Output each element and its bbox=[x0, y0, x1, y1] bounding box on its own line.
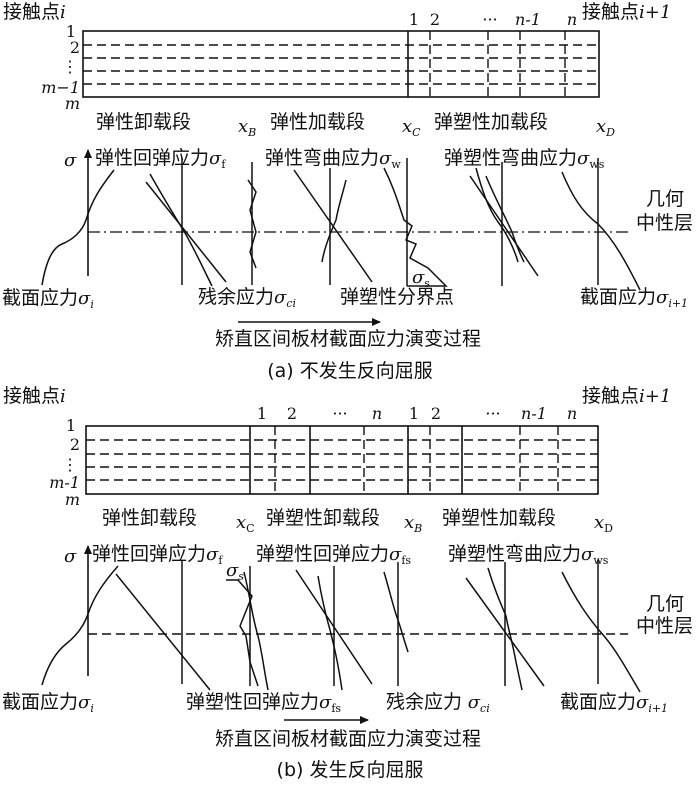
col-label: 1 bbox=[409, 10, 419, 29]
yield-stress-label: σs bbox=[226, 560, 244, 583]
stress-profiles-b bbox=[41, 560, 641, 693]
neutral-layer-label: 几何 bbox=[646, 188, 684, 210]
col-label: n bbox=[567, 404, 577, 423]
stress-profile-curve bbox=[487, 567, 523, 691]
segment-label: 弹塑性加载段 bbox=[434, 111, 548, 133]
sigma-axis-label: σ bbox=[64, 546, 77, 567]
stress-profile-curve bbox=[317, 575, 343, 691]
col-label: ··· bbox=[482, 10, 497, 29]
panel-b: 接触点i 接触点i+1 1 2 ··· n 1 2 ··· n-1 n 1 2 … bbox=[2, 385, 693, 781]
segment-label: 弹性加载段 bbox=[270, 111, 365, 133]
stress-profile-curve bbox=[475, 167, 519, 263]
contact-left-label: 接触点i bbox=[3, 385, 66, 407]
residual-stress-label: 残余应力 σci bbox=[386, 691, 490, 715]
segment-label: 弹塑性加载段 bbox=[442, 507, 556, 529]
stress-profile-curve bbox=[41, 169, 115, 286]
point-xd: xD bbox=[594, 512, 613, 535]
evolution-label: 矫直区间板材截面应力演变过程 bbox=[215, 728, 481, 750]
row-label: 1 bbox=[66, 22, 76, 41]
stress-label: 弹塑性弯曲应力σws bbox=[448, 543, 609, 567]
row-label: ⋮ bbox=[62, 57, 78, 76]
contact-right-label: 接触点i+1 bbox=[582, 1, 671, 23]
col-label: n-1 bbox=[521, 404, 547, 423]
stress-profile-curve bbox=[243, 571, 269, 691]
stress-profile-line bbox=[469, 175, 539, 277]
segment-label: 弹塑性卸载段 bbox=[266, 507, 380, 529]
residual-stress-label: 残余应力σci bbox=[198, 286, 296, 310]
row-label: 2 bbox=[70, 435, 80, 454]
stress-profile-curve bbox=[149, 173, 213, 287]
col-label: 2 bbox=[431, 404, 441, 423]
row-label: m-1 bbox=[49, 473, 80, 492]
yield-stress-label: σs bbox=[412, 267, 430, 290]
stress-label: 弹塑性回弹应力σfs bbox=[256, 543, 411, 567]
section-stress-left: 截面应力σi bbox=[2, 691, 94, 715]
stress-profile-curve bbox=[561, 171, 641, 291]
stress-label: 弹性弯曲应力σw bbox=[265, 147, 401, 171]
row-label: ⋮ bbox=[62, 455, 78, 474]
col-label: n bbox=[372, 404, 382, 423]
stress-profile-curve bbox=[226, 579, 259, 687]
stress-label: 弹性回弹应力σf bbox=[95, 147, 226, 171]
col-label: 1 bbox=[409, 404, 419, 423]
point-xb: xB bbox=[238, 116, 256, 139]
stress-label: 弹性回弹应力σf bbox=[92, 543, 223, 567]
stress-profile-curve bbox=[247, 179, 257, 269]
caption-a: (a) 不发生反向屈服 bbox=[267, 360, 433, 382]
plate-grid-b bbox=[85, 425, 599, 495]
stress-profile-line bbox=[145, 181, 227, 283]
stress-label: 弹塑性弯曲应力σws bbox=[444, 147, 605, 171]
col-label: 2 bbox=[287, 404, 297, 423]
row-label: m−1 bbox=[41, 78, 80, 97]
sigma-axis-label: σ bbox=[64, 150, 77, 171]
caption-b: (b) 发生反向屈服 bbox=[277, 759, 424, 781]
plate-grid-a bbox=[82, 30, 600, 98]
segment-label: 弹性卸载段 bbox=[96, 111, 191, 133]
stress-profile-curve bbox=[383, 167, 448, 287]
col-label: 1 bbox=[257, 404, 267, 423]
point-xc: xC bbox=[402, 116, 421, 139]
stress-profile-curve bbox=[561, 571, 641, 693]
col-label: 2 bbox=[430, 10, 440, 29]
point-xd: xD bbox=[596, 116, 615, 139]
section-stress-right: 截面应力σi+1 bbox=[560, 691, 668, 715]
col-label: n bbox=[567, 10, 577, 29]
stress-profile-curve bbox=[485, 175, 525, 263]
stress-profile-curve bbox=[41, 565, 119, 686]
section-stress-right: 截面应力σi+1 bbox=[580, 286, 688, 310]
evolution-label: 矫直区间板材截面应力演变过程 bbox=[215, 328, 481, 350]
segment-label: 弹性卸载段 bbox=[102, 507, 197, 529]
col-label: n-1 bbox=[515, 10, 541, 29]
stress-profile-line bbox=[465, 577, 545, 687]
contact-right-label: 接触点i+1 bbox=[582, 385, 671, 407]
row-label: m bbox=[65, 490, 80, 509]
section-stress-left: 截面应力σi bbox=[2, 287, 94, 311]
contact-left-label: 接触点i bbox=[3, 1, 66, 23]
neutral-layer-label: 中性层 bbox=[636, 615, 693, 637]
stress-profile-line bbox=[295, 569, 373, 685]
ep-boundary-label: 弹塑性分界点 bbox=[340, 286, 454, 308]
col-label: ··· bbox=[485, 404, 500, 423]
panel-a: 接触点i 接触点i+1 1 2 ··· n-1 n 1 2 ⋮ m−1 m bbox=[2, 1, 693, 382]
stress-profile-line bbox=[115, 573, 211, 691]
stress-profile-curve bbox=[383, 571, 409, 653]
row-label: m bbox=[65, 94, 80, 113]
point-xc: xC bbox=[236, 512, 255, 535]
ep-springback-label: 弹塑性回弹应力σfs bbox=[186, 691, 341, 715]
stress-profiles-a bbox=[41, 158, 641, 291]
col-label: ··· bbox=[332, 404, 347, 423]
stress-profile-curve bbox=[321, 179, 347, 263]
point-xb: xB bbox=[404, 512, 422, 535]
row-label: 2 bbox=[70, 38, 80, 57]
neutral-layer-label: 几何 bbox=[646, 593, 684, 615]
row-label: 1 bbox=[66, 416, 76, 435]
neutral-layer-label: 中性层 bbox=[636, 212, 693, 234]
